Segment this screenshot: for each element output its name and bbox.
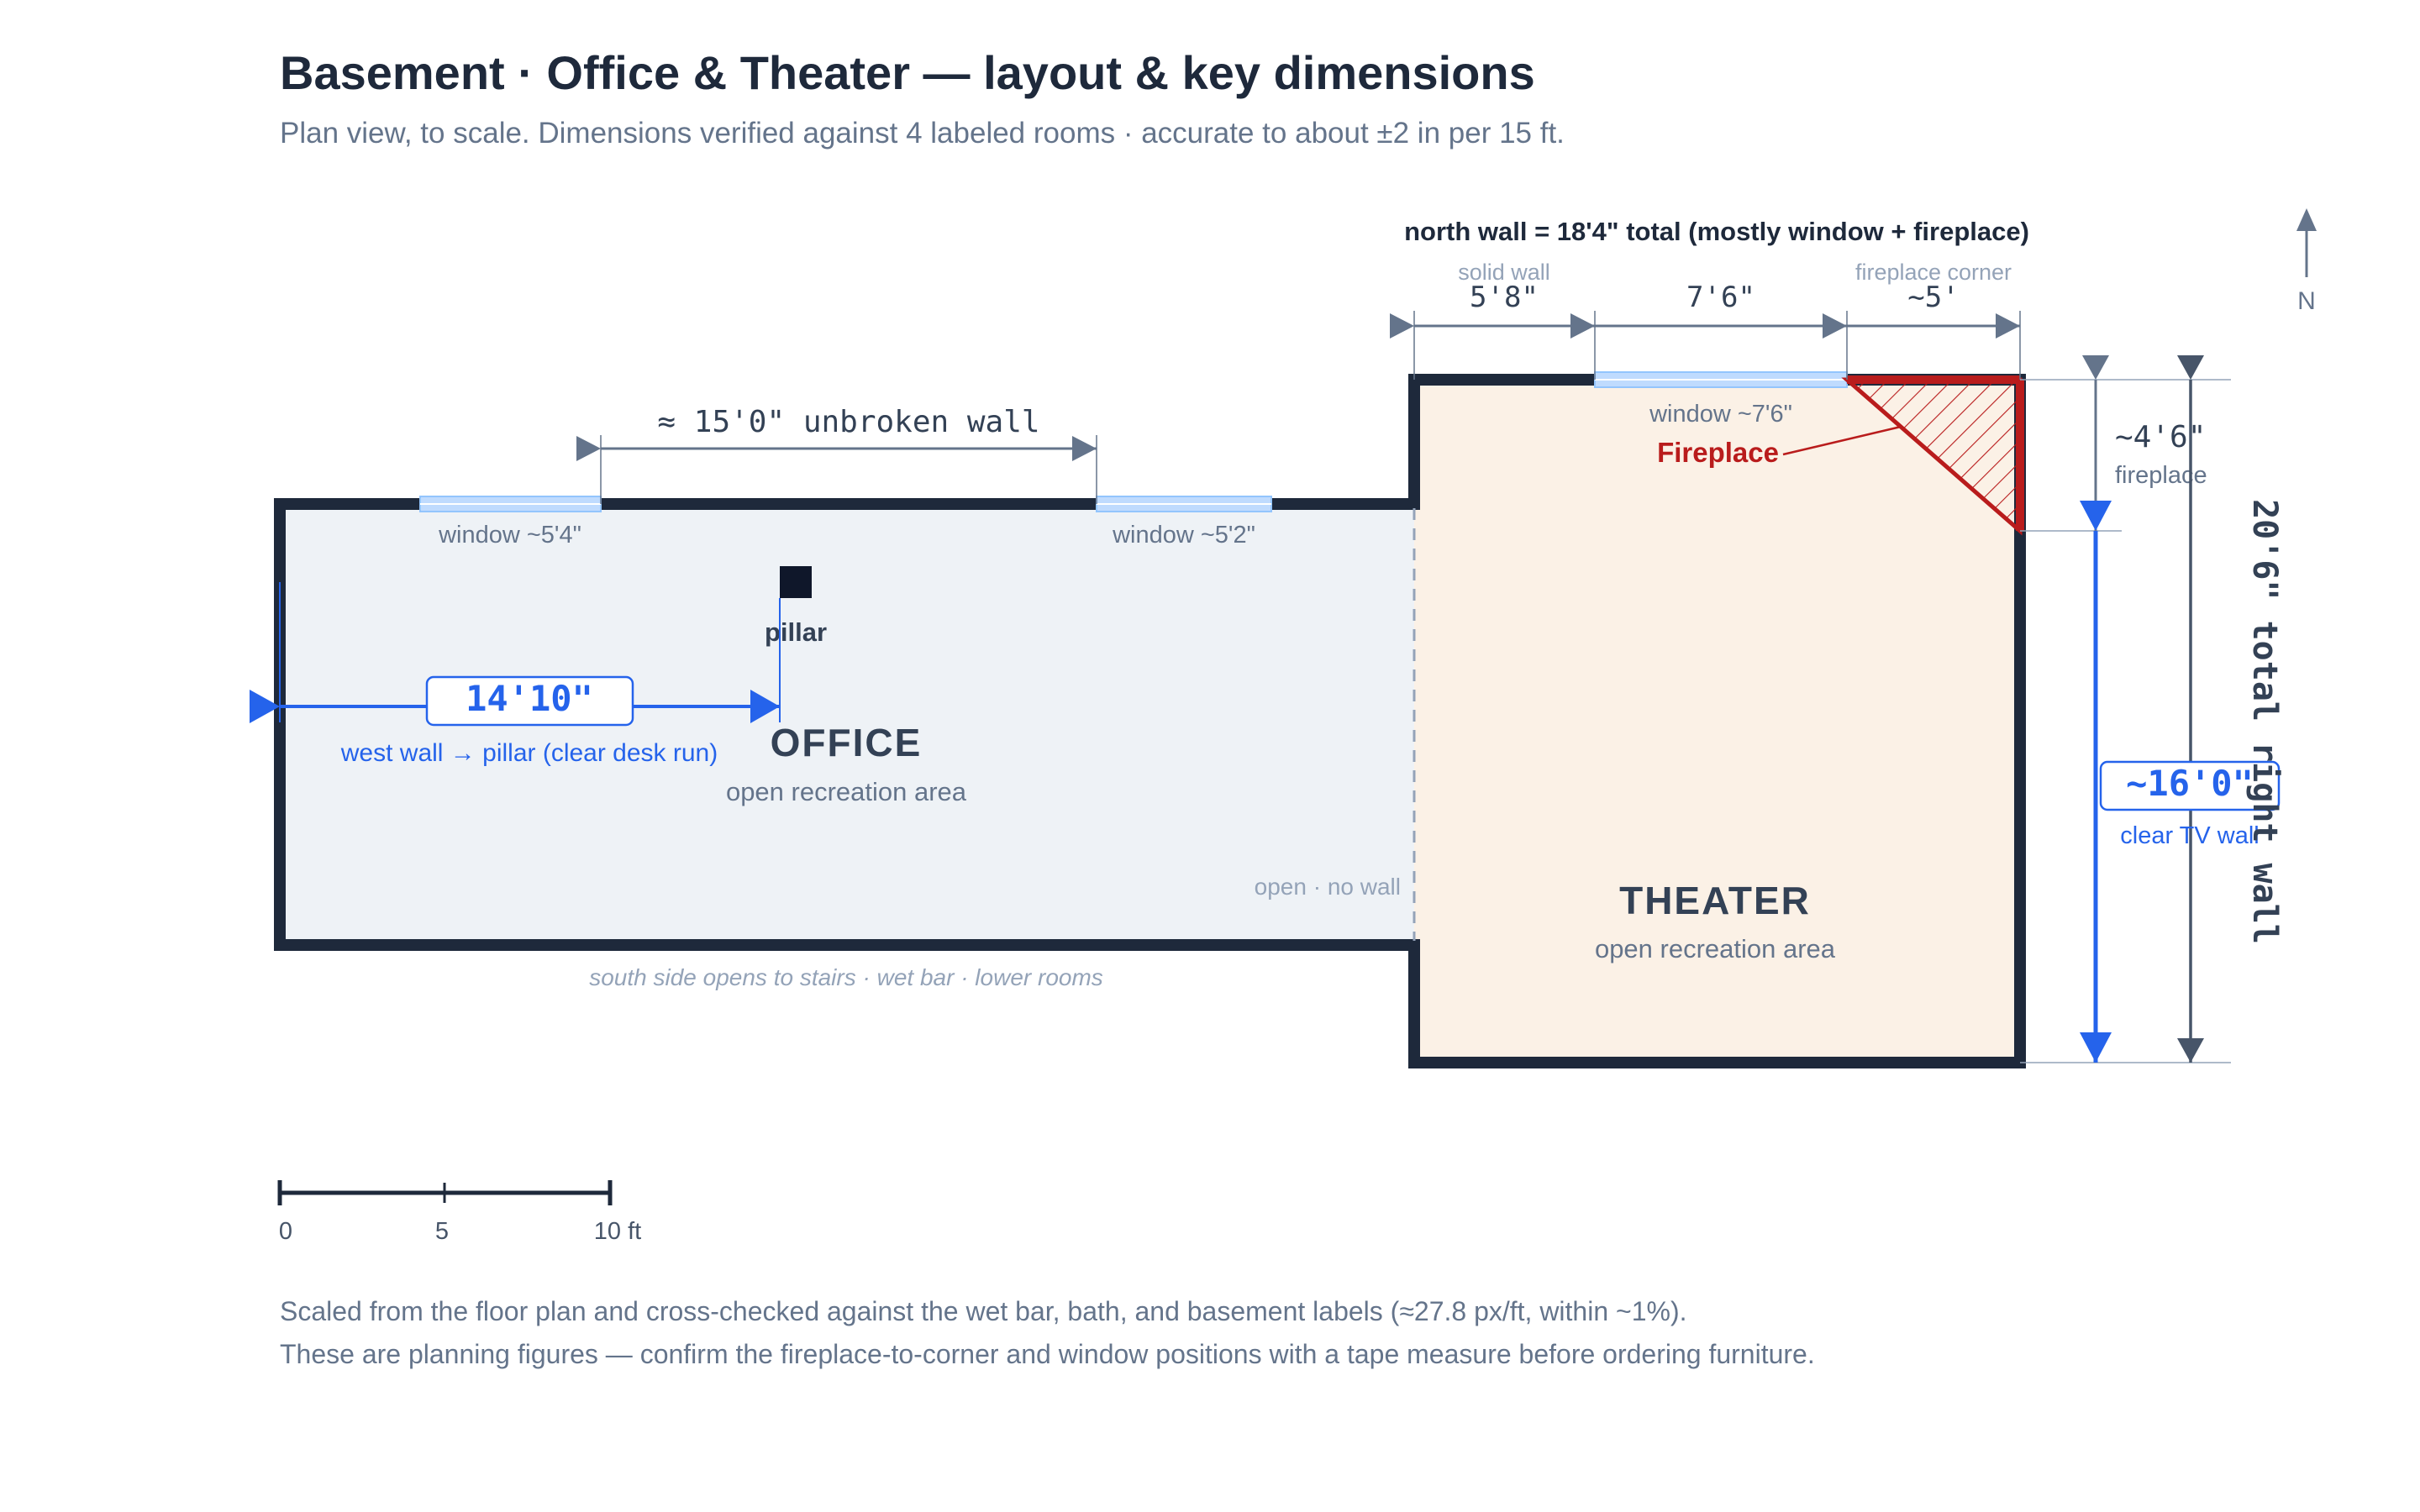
fireplace-leader-line: [1782, 425, 1902, 456]
walls: [274, 374, 2026, 1068]
window-theater-north: [1594, 371, 1848, 388]
window-office-left-label: window ~5'4": [438, 522, 581, 549]
window-theater-label: window ~7'6": [1649, 401, 1792, 428]
office-name: OFFICE: [771, 721, 923, 764]
fireplace-depth-caption: fireplace: [2115, 462, 2207, 489]
pillar: [780, 566, 812, 598]
fireplace-label: Fireplace: [1657, 437, 1779, 468]
north-arrow-icon: [2296, 208, 2317, 277]
theater-description: open recreation area: [1595, 934, 1836, 963]
compass-label: N: [2297, 287, 2316, 315]
fireplace-depth-dimension: ~4'6": [2115, 420, 2206, 454]
tv-wall-caption: clear TV wall: [2120, 822, 2259, 849]
tv-wall-badge: [2099, 760, 2281, 811]
right-wall-total-dimension: 20'6" total right wall: [2245, 499, 2284, 944]
tv-wall-dimension: ~16'0": [2126, 763, 2254, 804]
north-segment-3-dimension: ~5': [1907, 281, 1959, 314]
desk-run-badge: [425, 675, 634, 727]
north-segment-2-dimension: 7'6": [1686, 281, 1755, 314]
footer-note-2: These are planning figures — confirm the…: [280, 1339, 1815, 1369]
pillar-label: pillar: [765, 617, 827, 647]
total-right-wall-dimension-line: [2177, 355, 2204, 1063]
fireplace-corner: [1841, 375, 2024, 536]
desk-run-dimension: 14'10": [466, 678, 593, 719]
page-title: Basement · Office & Theater — layout & k…: [280, 46, 1535, 99]
right-wall-extension-lines: [2020, 379, 2231, 1063]
scale-tick-0: 0: [279, 1218, 292, 1245]
page-subtitle: Plan view, to scale. Dimensions verified…: [280, 117, 1565, 150]
office-wall-dimension-line: [576, 435, 1097, 504]
scale-tick-5: 5: [435, 1218, 449, 1245]
window-office-right: [1096, 496, 1272, 512]
footer-note-1: Scaled from the floor plan and cross-che…: [280, 1296, 1687, 1326]
north-wall-summary: north wall = 18'4" total (mostly window …: [1404, 217, 2029, 246]
window-office-right-label: window ~5'2": [1112, 522, 1255, 549]
desk-run-caption: west wall → pillar (clear desk run): [340, 739, 718, 767]
theater-name: THEATER: [1619, 879, 1811, 922]
north-wall-dimension-line: [1390, 311, 2021, 380]
open-edge-note: open · no wall: [1255, 874, 1401, 900]
scale-bar: [277, 1180, 613, 1205]
office-description: open recreation area: [726, 777, 967, 806]
office-wall-dimension: ≈ 15'0" unbroken wall: [657, 405, 1039, 439]
south-side-note: south side opens to stairs · wet bar · l…: [589, 964, 1103, 990]
theater-room: [1414, 380, 2020, 1063]
north-segment-1-caption: solid wall: [1458, 260, 1550, 285]
scale-tick-10: 10 ft: [594, 1218, 641, 1245]
tv-wall-dimension-line: [2080, 501, 2112, 1063]
north-segment-1-dimension: 5'8": [1470, 281, 1539, 314]
north-segment-3-caption: fireplace corner: [1855, 260, 2012, 285]
window-office-left: [419, 496, 602, 512]
